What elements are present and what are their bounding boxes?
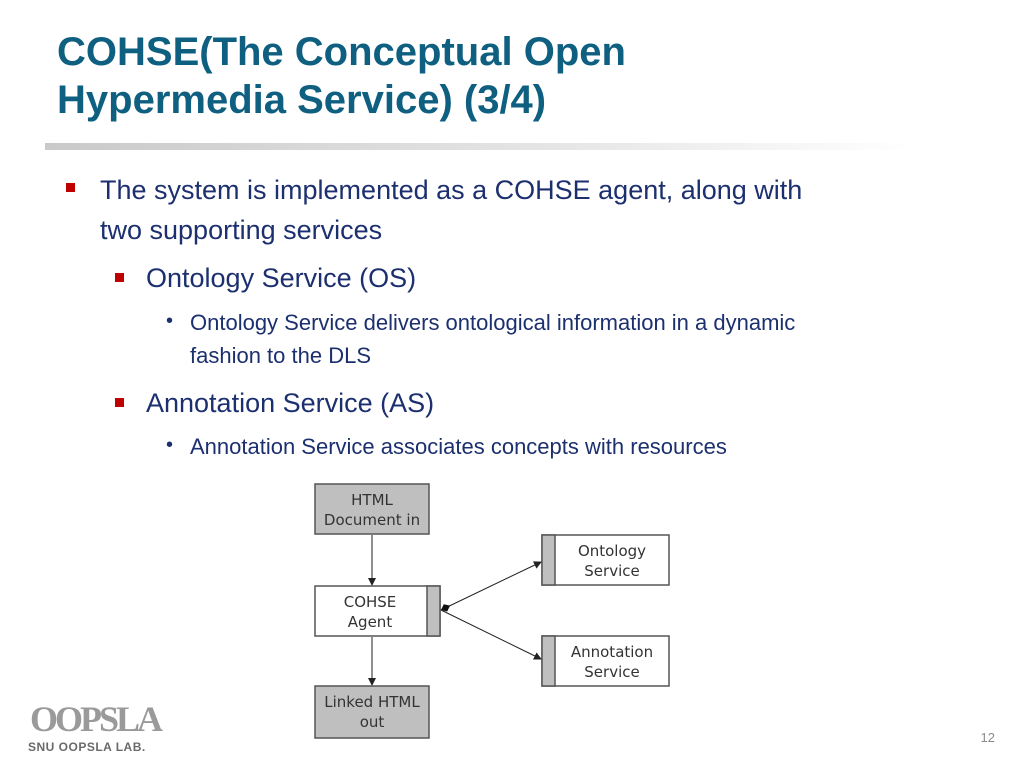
oopsla-logo: OOPSLA SNU OOPSLA LAB. xyxy=(22,696,163,758)
node-annotation-service: Annotation Service xyxy=(541,635,670,687)
bullet-annotation-service: Annotation Service (AS) xyxy=(146,388,435,418)
agent-label-1: COHSE xyxy=(344,593,397,611)
node-ontology-service: Ontology Service xyxy=(541,534,670,586)
page-number: 12 xyxy=(980,730,995,745)
edge-agent-to-annotation xyxy=(440,609,542,660)
bullet-ontology-detail: Ontology Service delivers ontological in… xyxy=(190,306,930,372)
annotation-label-2: Service xyxy=(584,663,639,681)
bullet-ontology-service: Ontology Service (OS) xyxy=(146,263,417,293)
bullet-square-marker xyxy=(115,398,124,407)
title-divider xyxy=(45,143,915,150)
title-line-2: Hypermedia Service) (3/4) xyxy=(57,78,547,122)
slide-title: COHSE(The Conceptual Open Hypermedia Ser… xyxy=(57,28,957,124)
ontology-detail-line-1: Ontology Service delivers ontological in… xyxy=(190,310,796,335)
html-in-label-2: Document in xyxy=(324,511,420,529)
annotation-label-1: Annotation xyxy=(571,643,653,661)
bullet-dot-marker: • xyxy=(166,434,174,456)
title-line-1: COHSE(The Conceptual Open xyxy=(57,30,626,74)
ontology-label-2: Service xyxy=(584,562,639,580)
bullet-square-marker xyxy=(66,183,75,192)
ontology-label-1: Ontology xyxy=(578,542,646,560)
bullet-main-line-2: two supporting services xyxy=(100,215,383,245)
html-in-label-1: HTML xyxy=(351,491,393,509)
bullet-dot-marker: • xyxy=(166,310,174,332)
node-html-document-in: HTML Document in xyxy=(314,483,430,535)
bullet-annotation-detail: Annotation Service associates concepts w… xyxy=(190,434,727,459)
node-cohse-agent: COHSE Agent xyxy=(314,585,441,637)
ontology-detail-line-2: fashion to the DLS xyxy=(190,343,372,368)
agent-label-2: Agent xyxy=(348,613,393,631)
bullet-square-marker xyxy=(115,273,124,282)
edge-agent-to-ontology xyxy=(440,561,542,612)
logo-wordmark: OOPSLA xyxy=(30,699,163,739)
logo-caption: SNU OOPSLA LAB. xyxy=(28,740,146,754)
linked-out-label-1: Linked HTML xyxy=(324,693,420,711)
bullet-main-line-1: The system is implemented as a COHSE age… xyxy=(100,175,803,205)
bullet-main: The system is implemented as a COHSE age… xyxy=(100,170,920,250)
linked-out-label-2: out xyxy=(360,713,385,731)
node-linked-html-out: Linked HTML out xyxy=(314,685,430,739)
